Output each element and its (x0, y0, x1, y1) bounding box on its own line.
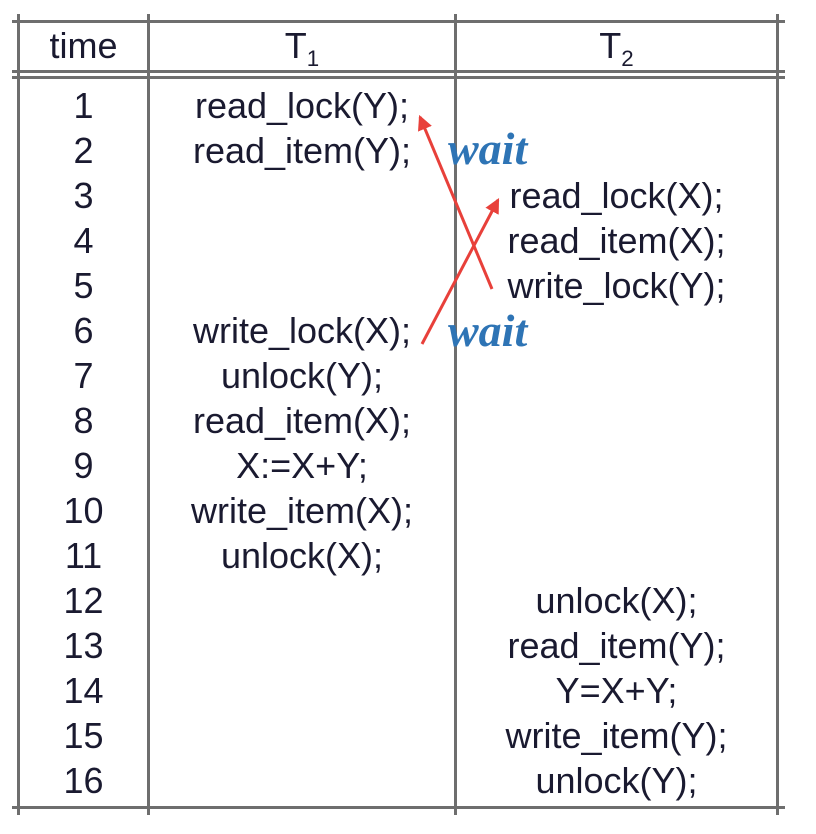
t2-column: read_lock(X);read_item(X);write_lock(Y);… (457, 83, 776, 803)
time-cell: 11 (64, 535, 103, 576)
table-header-separator-outer (12, 70, 785, 73)
t1-operation-cell: read_item(X); (192, 400, 412, 441)
t2-operation-cell (457, 443, 776, 488)
t1-operation-cell: X:=X+Y; (236, 445, 368, 486)
time-cell: 3 (73, 175, 94, 216)
t1-operation-cell (150, 263, 454, 308)
t1-operation-cell: write_item(X); (190, 490, 414, 531)
t2-operation-cell (457, 83, 776, 128)
t2-operation-cell: write_lock(Y); (507, 265, 726, 306)
time-cell: 15 (63, 715, 104, 756)
t2-operation-cell (457, 533, 776, 578)
time-cell: 5 (73, 265, 94, 306)
t1-operation-cell (150, 173, 454, 218)
t2-operation-cell: unlock(X); (535, 580, 698, 621)
t2-operation-cell: read_item(Y); (507, 625, 726, 666)
t1-operation-cell (150, 578, 454, 623)
header-t1-subscript: 1 (306, 46, 320, 72)
header-t1: T1 (150, 21, 454, 72)
time-cell: 12 (63, 580, 104, 621)
time-cell: 7 (73, 355, 94, 396)
t1-operation-cell (150, 668, 454, 713)
time-cell: 2 (73, 130, 94, 171)
t1-operation-cell: read_item(Y); (192, 130, 412, 171)
time-cell: 1 (73, 85, 94, 126)
column-separator-time-t1 (147, 14, 150, 815)
wait-label-upper: wait (448, 123, 528, 174)
time-cell: 10 (63, 490, 104, 531)
t1-operation-cell (150, 758, 454, 803)
time-cell: 6 (73, 310, 94, 351)
header-t2-subscript: 2 (621, 46, 634, 72)
header-t2-base: T (599, 25, 622, 66)
t2-operation-cell: unlock(Y); (535, 760, 698, 801)
column-separator-t1-t2 (454, 14, 457, 815)
t1-operation-cell: unlock(Y); (220, 355, 384, 396)
t1-operation-cell (150, 713, 454, 758)
time-cell: 9 (73, 445, 94, 486)
header-t2: T2 (457, 21, 776, 72)
t2-operation-cell: read_item(X); (507, 220, 726, 261)
t1-operation-cell: write_lock(X); (192, 310, 412, 351)
t2-operation-cell: write_item(Y); (505, 715, 728, 756)
table-right-border (776, 14, 779, 815)
table-bottom-border (12, 806, 785, 809)
t2-operation-cell (457, 353, 776, 398)
t1-operation-cell (150, 623, 454, 668)
time-cell: 14 (63, 670, 104, 711)
wait-label-lower: wait (448, 305, 528, 356)
t2-operation-cell (457, 488, 776, 533)
t2-operation-cell: Y=X+Y; (555, 670, 678, 711)
time-cell: 16 (63, 760, 104, 801)
table-header-separator-inner (12, 76, 785, 79)
t2-operation-cell (457, 398, 776, 443)
time-cell: 13 (63, 625, 104, 666)
time-cell: 8 (73, 400, 94, 441)
t1-column: read_lock(Y);read_item(Y); write_lock(X);… (150, 83, 454, 803)
table-top-border (12, 20, 785, 23)
time-cell: 4 (73, 220, 94, 261)
table-left-border (17, 14, 20, 815)
header-t1-base: T (284, 25, 307, 66)
t1-operation-cell: unlock(X); (220, 535, 384, 576)
t1-operation-cell (150, 218, 454, 263)
t1-operation-cell: read_lock(Y); (194, 85, 410, 126)
t2-operation-cell: read_lock(X); (509, 175, 724, 216)
header-time: time (49, 25, 118, 66)
